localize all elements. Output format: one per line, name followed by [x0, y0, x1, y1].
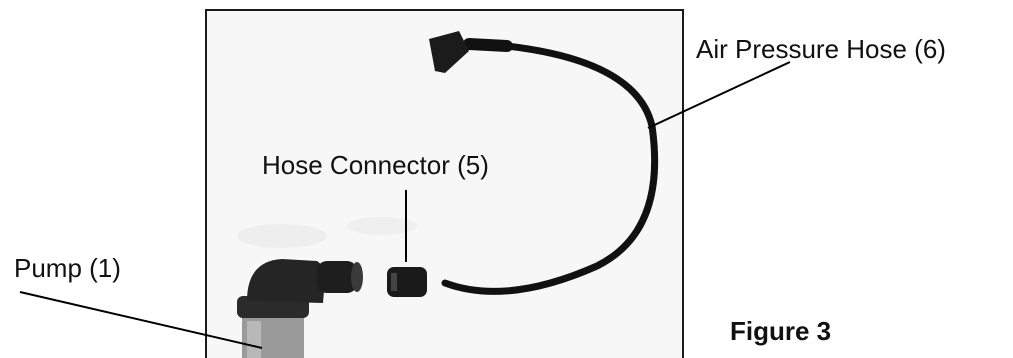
air-pressure-hose-part	[429, 31, 659, 295]
photo-smudge	[237, 224, 327, 248]
hose-valve-end	[463, 38, 513, 52]
photo-smudge	[347, 217, 417, 235]
hose-leader-line	[647, 61, 791, 129]
hose-connector-part	[387, 267, 427, 297]
pump-label: Pump (1)	[14, 253, 121, 283]
product-photo	[205, 9, 684, 358]
connector-highlight	[391, 273, 397, 291]
pump-body-shade	[247, 321, 261, 358]
hose-tube	[441, 42, 659, 295]
air-pressure-hose-label: Air Pressure Hose (6)	[696, 34, 946, 64]
pump-nozzle-tip	[351, 262, 363, 292]
photo-illustration	[237, 31, 659, 358]
pump-leader-line	[19, 291, 263, 349]
hose-connector-label: Hose Connector (5)	[262, 150, 489, 180]
hose-valve-head	[429, 31, 469, 73]
pump-nozzle	[317, 261, 357, 293]
figure-caption: Figure 3	[730, 316, 832, 346]
pump-head	[247, 259, 325, 303]
pump-part	[237, 259, 363, 358]
